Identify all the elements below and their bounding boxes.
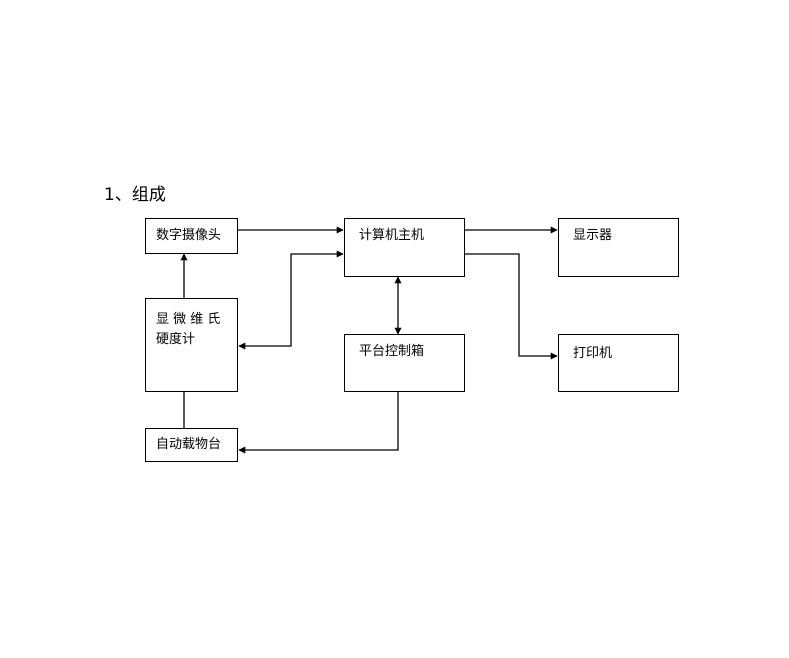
vickers-tester-block: 显 微 维 氏 硬度计: [145, 298, 238, 392]
digital-camera-label: 数字摄像头: [156, 228, 222, 243]
arrow-host-to-printer: [465, 253, 558, 360]
platform-controller-block: 平台控制箱: [344, 334, 465, 392]
vickers-tester-label-line2: 硬度计: [156, 332, 196, 347]
printer-block: 打印机: [558, 334, 679, 392]
platform-controller-label: 平台控制箱: [359, 344, 425, 359]
auto-stage-label: 自动载物台: [156, 437, 222, 452]
arrow-host-tester-bidirectional: [238, 250, 344, 350]
vickers-tester-label-line1: 显 微 维 氏: [156, 312, 221, 327]
computer-host-label: 计算机主机: [359, 228, 425, 243]
auto-stage-block: 自动载物台: [145, 428, 238, 462]
digital-camera-block: 数字摄像头: [145, 218, 238, 254]
section-title: 组成: [131, 185, 166, 205]
arrow-controller-to-stage: [238, 392, 399, 454]
section-heading: 1、组成: [104, 184, 166, 206]
display-block: 显示器: [558, 218, 679, 277]
printer-label: 打印机: [573, 346, 613, 361]
computer-host-block: 计算机主机: [344, 218, 465, 277]
display-label: 显示器: [573, 228, 613, 243]
section-number: 1、: [104, 185, 132, 205]
